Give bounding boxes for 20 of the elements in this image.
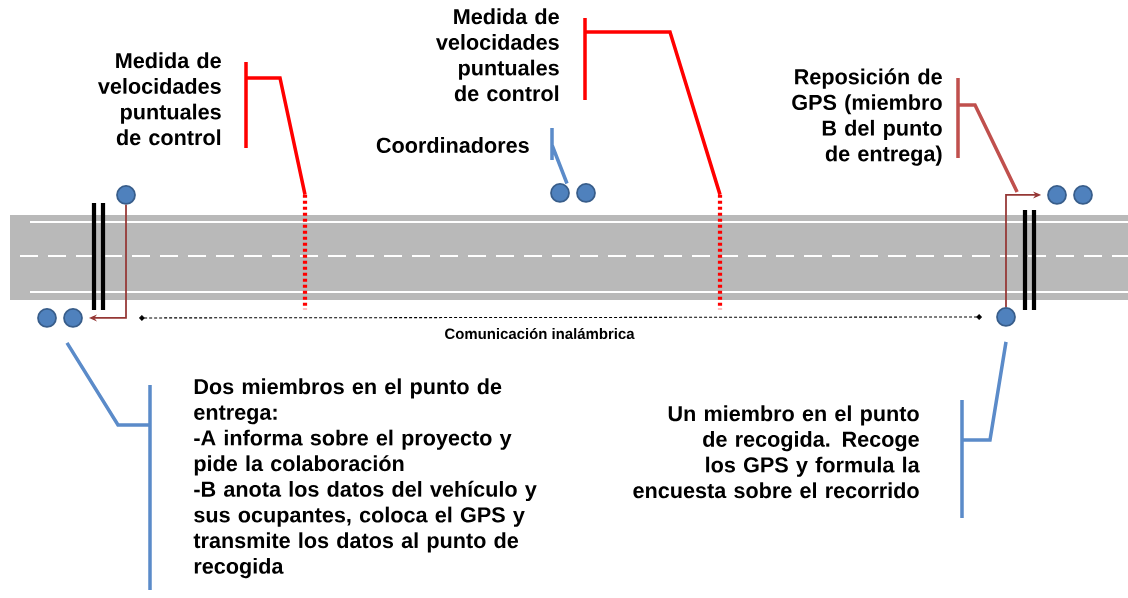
callout-text: Medida de velocidades puntuales de control [436,8,559,102]
leader-line [65,341,152,592]
callout-text: Medida de velocidades puntuales de control [98,52,221,146]
person-marker [37,308,57,328]
leader-line [960,340,1008,520]
leader-line [244,60,307,197]
person-marker [63,308,83,328]
person-marker [116,185,136,205]
person-marker [576,183,596,203]
callout-text: Coordinadores [376,137,529,153]
callout-text: Un miembro en el punto de recogida. Recoge los GPS y formula la encuesta sobre el recorrido [633,405,920,499]
leader-line [583,16,722,197]
person-marker [996,307,1016,327]
person-marker [1073,185,1093,205]
person-marker [550,183,570,203]
callout-text: Dos miembros en el punto de entrega: -A informa sobre el proyecto y pide la colaboración -B anota los datos del vehículo y sus ocupantes, coloca el GPS y transmite los datos al punto de recogida [193,378,537,579]
person-marker [1047,185,1067,205]
callout-text: Reposición de GPS (miembro B del punto de entrega) [792,68,942,166]
leader-line [956,76,1019,194]
edge-label: Comunicación inalámbrica [442,326,637,341]
